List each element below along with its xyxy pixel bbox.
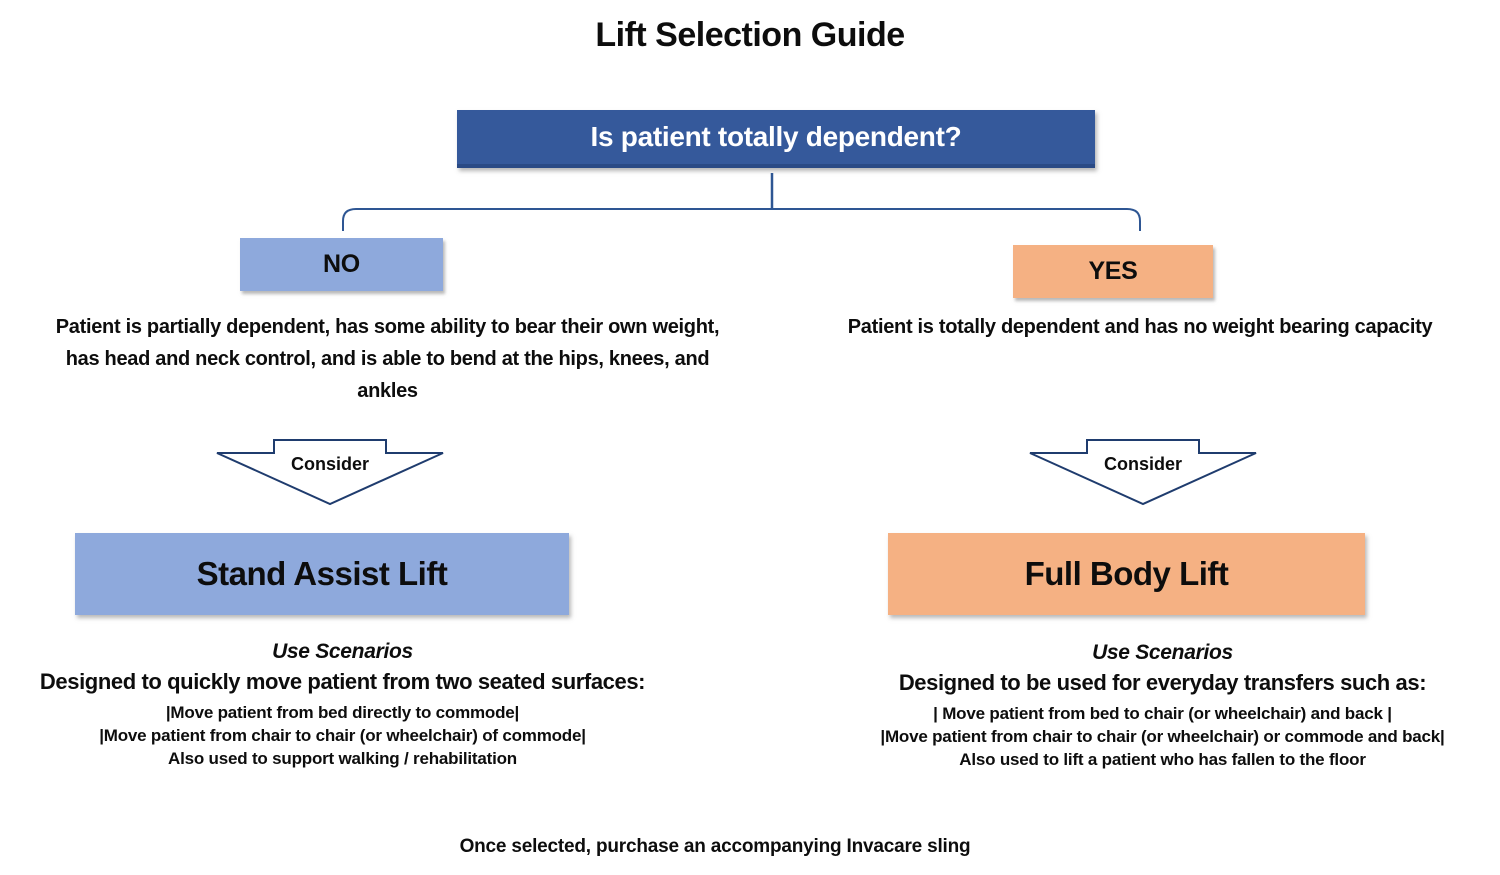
yes-answer-box: YES bbox=[1013, 245, 1213, 298]
yes-branch-description: Patient is totally dependent and has no … bbox=[847, 316, 1433, 338]
scenario-item: |Move patient from chair to chair (or wh… bbox=[99, 726, 586, 745]
no-answer-box: NO bbox=[240, 238, 443, 291]
footer-note: Once selected, purchase an accompanying … bbox=[459, 836, 971, 857]
use-scenarios-title-left: Use Scenarios bbox=[272, 640, 413, 663]
scenario-item: |Move patient from bed directly to commo… bbox=[165, 703, 520, 722]
consider-label-right: Consider bbox=[1104, 454, 1182, 474]
no-branch-description: Patient is partially dependent, has some… bbox=[55, 316, 720, 402]
decision-question-label: Is patient totally dependent? bbox=[590, 121, 962, 152]
decision-question-box: Is patient totally dependent? bbox=[457, 110, 1095, 168]
stand-assist-use-scenarios: Use Scenarios Designed to quickly move p… bbox=[15, 640, 670, 770]
scenario-item: Also used to lift a patient who has fall… bbox=[959, 750, 1366, 769]
down-arrow-shape bbox=[216, 439, 444, 506]
full-body-use-scenarios: Use Scenarios Designed to be used for ev… bbox=[855, 641, 1470, 771]
consider-down-arrow-icon-right: Consider bbox=[1029, 439, 1257, 506]
scenario-item: |Move patient from chair to chair (or wh… bbox=[880, 727, 1445, 746]
consider-down-arrow-icon-left: Consider bbox=[216, 439, 444, 506]
use-scenarios-heading-left: Designed to quickly move patient from tw… bbox=[39, 669, 646, 694]
down-arrow-shape bbox=[1029, 439, 1257, 506]
scenario-item: | Move patient from bed to chair (or whe… bbox=[933, 704, 1392, 723]
stand-assist-lift-box: Stand Assist Lift bbox=[75, 533, 569, 615]
yes-answer-label: YES bbox=[1088, 257, 1138, 285]
use-scenarios-heading-right: Designed to be used for everyday transfe… bbox=[898, 670, 1427, 695]
no-answer-label: NO bbox=[323, 250, 360, 278]
connector-bracket-line bbox=[342, 208, 1141, 231]
page-title: Lift Selection Guide bbox=[595, 16, 905, 54]
scenario-item: Also used to support walking / rehabilit… bbox=[168, 749, 517, 768]
full-body-lift-label: Full Body Lift bbox=[1024, 555, 1229, 592]
full-body-lift-box: Full Body Lift bbox=[888, 533, 1365, 615]
stand-assist-lift-label: Stand Assist Lift bbox=[196, 555, 448, 592]
consider-label-left: Consider bbox=[291, 454, 369, 474]
use-scenarios-title-right: Use Scenarios bbox=[1092, 641, 1233, 664]
